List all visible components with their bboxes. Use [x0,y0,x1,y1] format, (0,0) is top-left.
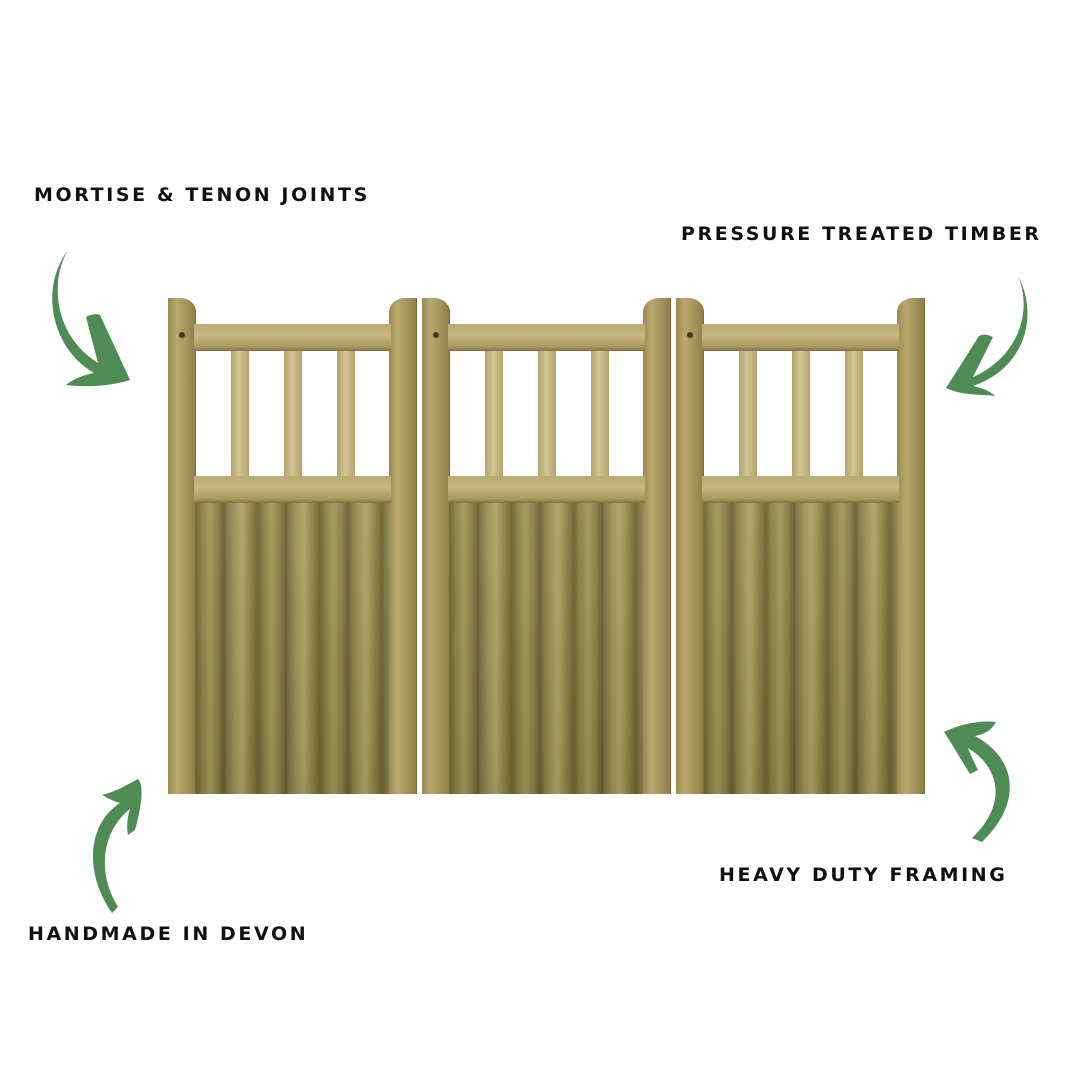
feature-label-pressure-treated: PRESSURE TREATED TIMBER [681,223,1042,245]
gate-stile [643,298,671,794]
bolt-head [433,332,439,338]
bolt-head [687,332,693,338]
feature-label-heavy-duty: HEAVY DUTY FRAMING [719,864,1008,886]
gate-slat [591,351,609,476]
curved-arrow-icon [52,250,131,387]
gate-top-rail [194,324,391,351]
gate-slat [538,351,556,476]
curved-arrow-icon [946,276,1028,396]
gate-slat [739,351,757,476]
gate-slat [337,351,355,476]
gate-slat [845,351,863,476]
gate-slat [284,351,302,476]
gate-stile [389,298,417,794]
gate-stile [676,298,704,794]
gate-1 [168,298,417,794]
gate-slat [792,351,810,476]
gate-top-rail [448,324,645,351]
gate-mid-rail [448,476,645,503]
gate-2 [422,298,671,794]
gate-board-panel [196,503,389,794]
gate-slat [231,351,249,476]
gate-stile [168,298,196,794]
gate-stile [897,298,925,794]
gate-mid-rail [194,476,391,503]
gate-mid-rail [702,476,899,503]
gate-board-panel [450,503,643,794]
curved-arrow-icon [93,779,142,913]
gate-3 [676,298,925,794]
feature-label-handmade-devon: HANDMADE IN DEVON [28,923,309,945]
curved-arrow-icon [944,721,1010,842]
gate-stile [422,298,450,794]
gate-slat [485,351,503,476]
bolt-head [179,332,185,338]
feature-label-mortise-tenon: MORTISE & TENON JOINTS [34,184,370,206]
gate-board-panel [704,503,897,794]
gate-top-rail [702,324,899,351]
